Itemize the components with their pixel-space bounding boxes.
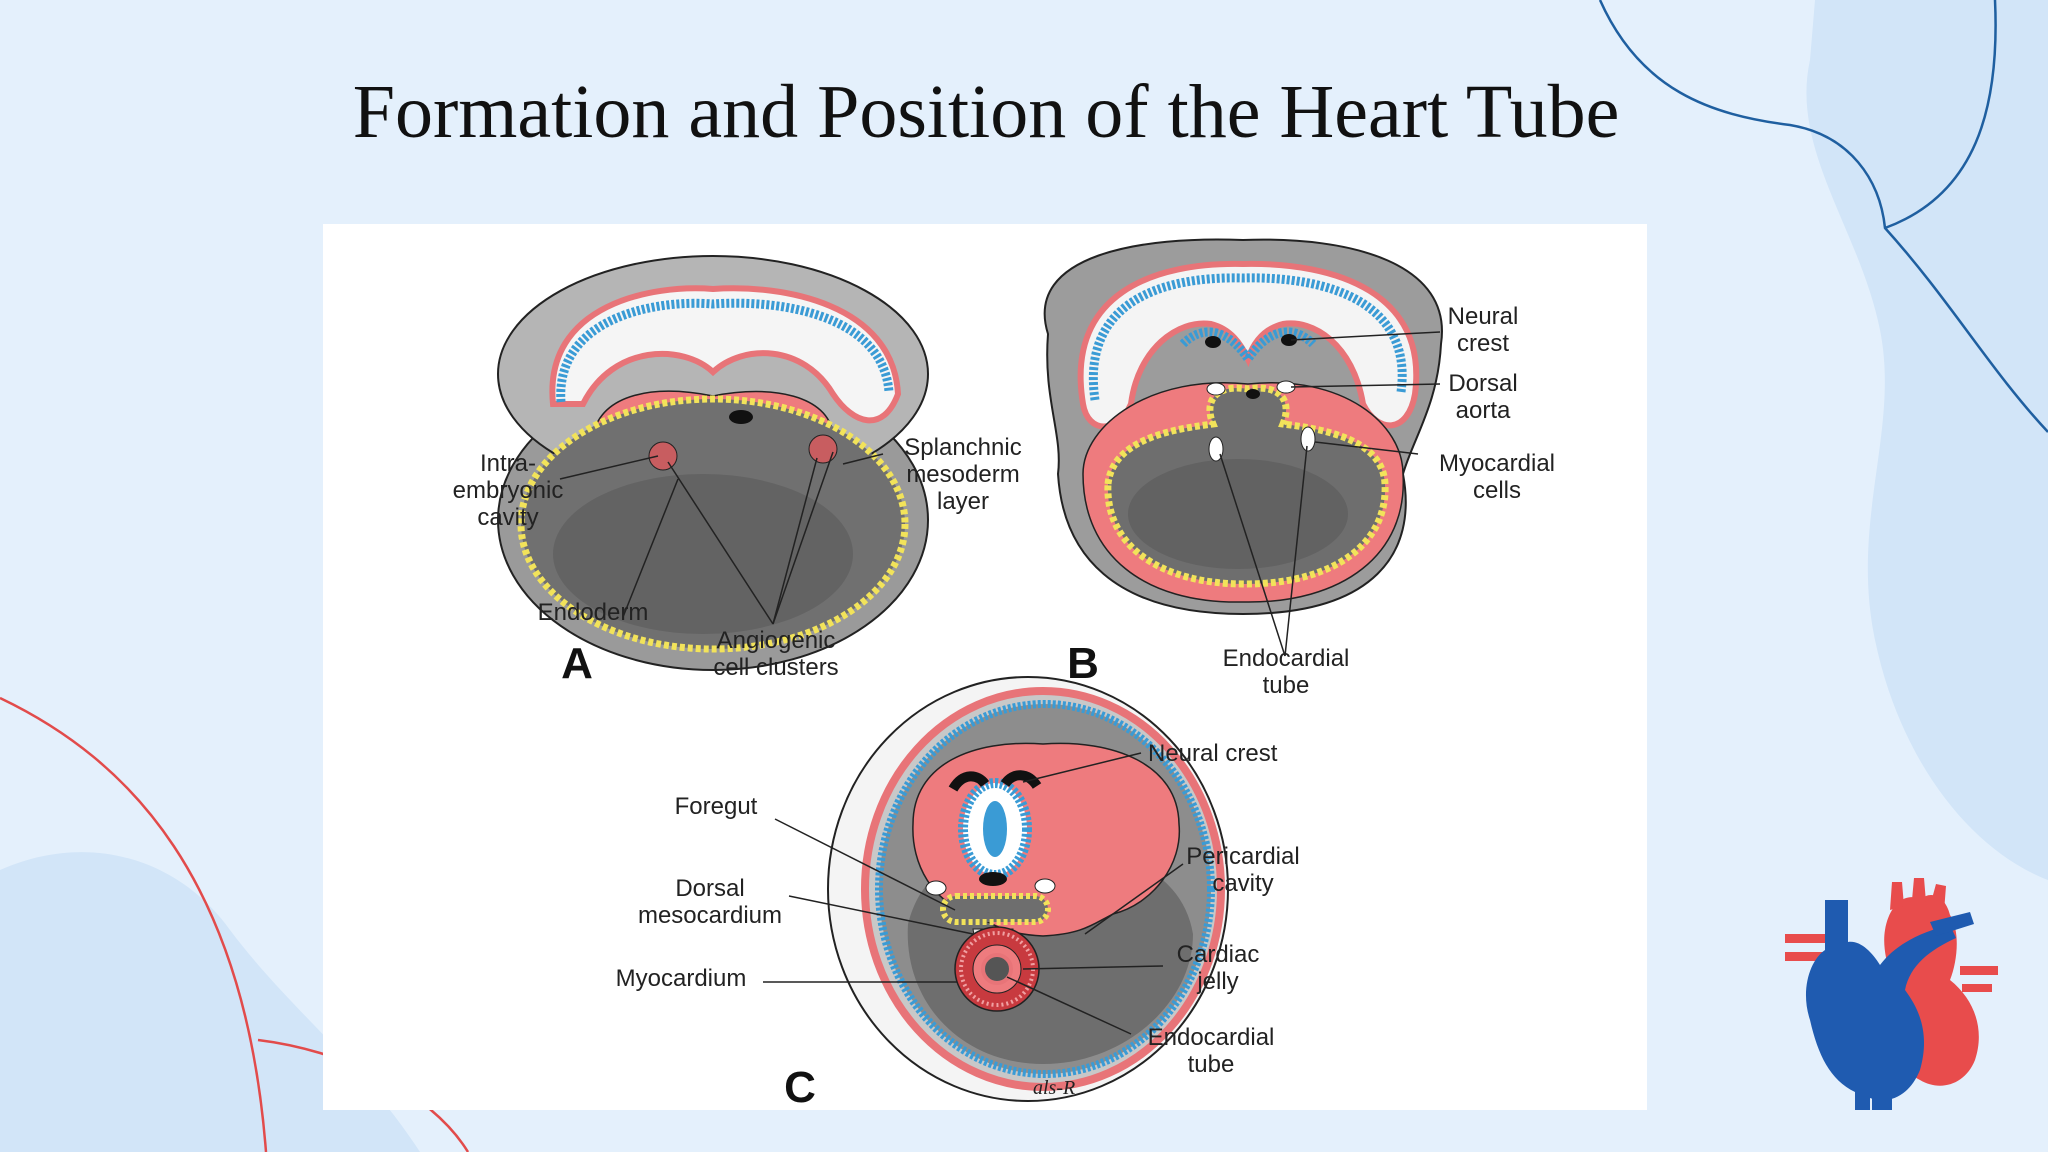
label-splanchnic-3: layer xyxy=(937,488,989,515)
label-endo-2: tube xyxy=(1263,672,1310,699)
panel-b: Neural crest Dorsal aorta Myocardial cel… xyxy=(1043,238,1555,699)
blob-top-right xyxy=(1806,0,2048,880)
label-c-endo-1: Endocardial xyxy=(1148,1024,1275,1051)
label-c-cardiac-2: jelly xyxy=(1196,968,1238,995)
heart-icon-vessel-right-2 xyxy=(1962,984,1992,992)
panel-c-letter: C xyxy=(784,1063,816,1110)
heart-icon-vessel-left-1 xyxy=(1785,934,1841,943)
label-c-neural-crest: Neural crest xyxy=(1148,740,1278,767)
heart-anatomy-icon xyxy=(1785,878,1998,1110)
label-endo-1: Endocardial xyxy=(1223,645,1350,672)
panel-b-ectoderm xyxy=(1088,273,1407,401)
heart-tube-diagram: Intra- embryonic cavity Splanchnic mesod… xyxy=(453,238,1555,1110)
curve-top-right-blue-2 xyxy=(1884,0,1997,230)
slide-title: Formation and Position of the Heart Tube xyxy=(352,70,1620,154)
panel-b-amnion xyxy=(1077,260,1420,430)
panel-b-aorta-left xyxy=(1206,382,1226,396)
panel-b-endo-right xyxy=(1300,426,1316,452)
panel-a-leaders xyxy=(559,451,884,625)
heart-icon-vessel-right xyxy=(1960,966,1998,975)
label-c-cardiac-1: Cardiac xyxy=(1177,941,1260,968)
label-angio-1: Angiogenic xyxy=(717,627,836,654)
panel-a-yolk-highlight xyxy=(553,474,853,634)
panel-b-gut-shade xyxy=(1128,459,1348,569)
panel-b-notochord xyxy=(1246,389,1260,399)
panel-a-amnion xyxy=(549,285,902,424)
label-endoderm: Endoderm xyxy=(538,599,649,626)
panel-b-neural-crest-left xyxy=(1205,336,1221,348)
panel-b-neural-crest-right xyxy=(1281,334,1297,346)
panel-c-neural-crest xyxy=(948,770,1042,792)
label-c-pericardial-1: Pericardial xyxy=(1186,843,1299,870)
heart-icon-blue-side xyxy=(1805,900,1956,1110)
panel-a-letter: A xyxy=(561,639,593,688)
panel-a: Intra- embryonic cavity Splanchnic mesod… xyxy=(453,255,1022,688)
curve-bottom-left-red xyxy=(0,696,268,1152)
label-c-foregut: Foregut xyxy=(675,793,758,820)
label-c-endo-2: tube xyxy=(1188,1051,1235,1078)
label-splanchnic-1: Splanchnic xyxy=(904,434,1021,461)
panel-a-angio-right xyxy=(808,434,838,464)
panel-a-ectoderm xyxy=(556,298,894,403)
label-c-dorsal-1: Dorsal xyxy=(675,875,744,902)
heart-icon-red-top xyxy=(1890,878,1946,912)
panel-c-aorta-left xyxy=(925,880,947,896)
label-c-pericardial-2: cavity xyxy=(1212,870,1273,897)
panel-a-angio-left xyxy=(648,441,678,471)
panel-c-aorta-right xyxy=(1034,878,1056,894)
label-myo-1: Myocardial xyxy=(1439,450,1555,477)
panel-b-neural-ectoderm xyxy=(1179,327,1317,368)
heart-icon-blue-arch xyxy=(1930,912,1974,936)
label-c-dorsal-2: mesocardium xyxy=(638,902,782,929)
label-neural-1: Neural xyxy=(1448,303,1519,330)
panel-c: Neural crest Foregut Dorsal mesocardium … xyxy=(616,676,1300,1110)
panel-a-notochord xyxy=(729,410,753,424)
panel-b-endo-left xyxy=(1208,436,1224,462)
label-dorsal-1: Dorsal xyxy=(1448,370,1517,397)
blob-bottom-left xyxy=(0,852,420,1152)
label-intra-1: Intra- xyxy=(480,450,536,477)
panel-c-leaders xyxy=(763,752,1184,1035)
heart-icon-vessel-left-2 xyxy=(1785,952,1841,961)
panel-c-endocardial-tube xyxy=(981,953,1013,985)
curve-top-right-blue xyxy=(1598,0,2048,433)
label-intra-2: embryonic xyxy=(453,477,564,504)
diagram-signature: als-R xyxy=(1033,1077,1075,1099)
label-intra-3: cavity xyxy=(477,504,538,531)
panel-b-leaders xyxy=(1219,331,1441,657)
label-c-myocardium: Myocardium xyxy=(616,965,747,992)
panel-c-notochord xyxy=(979,872,1007,886)
label-neural-2: crest xyxy=(1457,330,1509,357)
label-splanchnic-2: mesoderm xyxy=(906,461,1019,488)
heart-icon-blue-base xyxy=(1872,1065,1892,1110)
panel-c-neural-canal xyxy=(983,801,1007,857)
label-angio-2: cell clusters xyxy=(713,654,838,681)
panel-c-foregut xyxy=(940,893,1051,925)
diagram-panel: Intra- embryonic cavity Splanchnic mesod… xyxy=(323,224,1647,1110)
label-dorsal-2: aorta xyxy=(1456,397,1511,424)
panel-b-letter: B xyxy=(1067,639,1099,688)
label-myo-2: cells xyxy=(1473,477,1521,504)
